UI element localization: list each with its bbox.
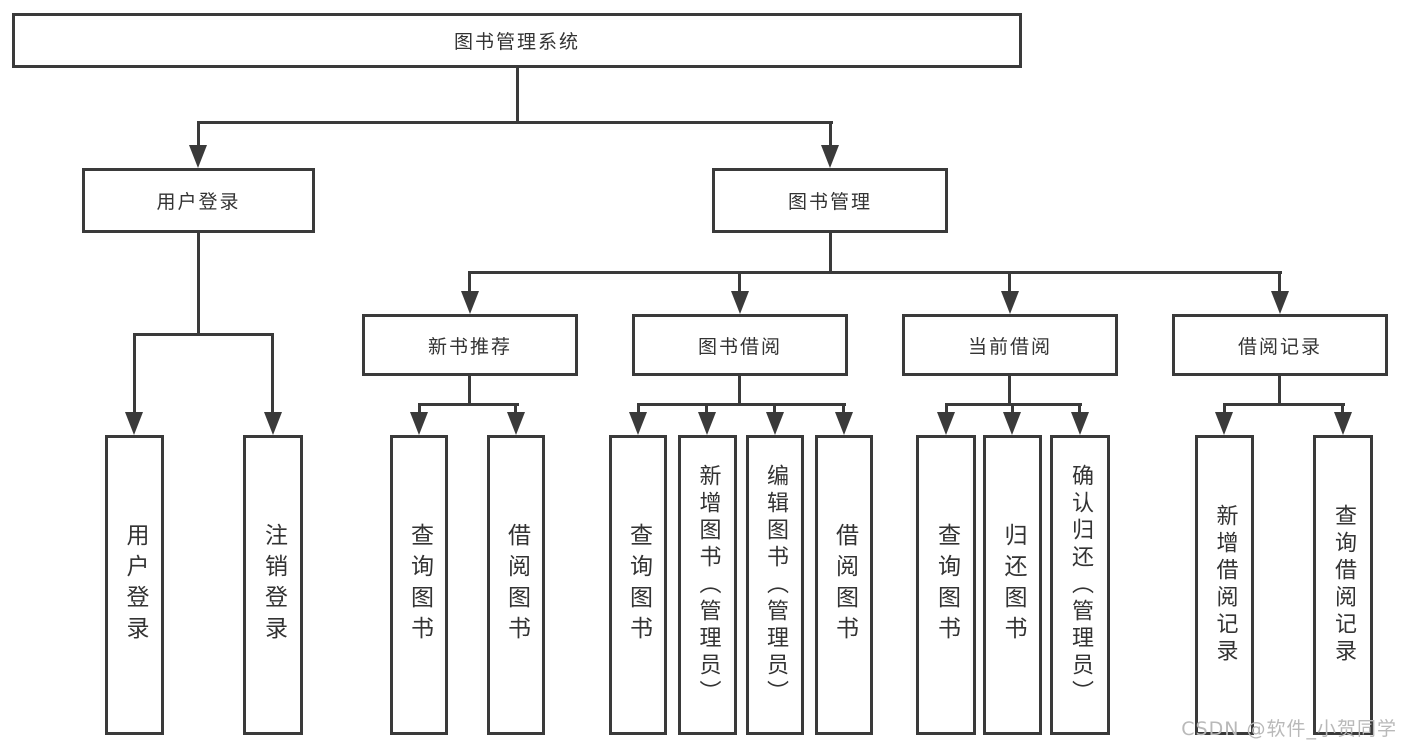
node-current-borrowing: 当前借阅 (902, 314, 1118, 376)
connector-level2-rail (468, 271, 1282, 274)
connector-drop (842, 403, 845, 414)
node-new-book-recommend: 新书推荐 (362, 314, 578, 376)
connector-drop (1223, 403, 1226, 414)
leaf-query-books-borrowing: 查询图书 (609, 435, 667, 735)
arrowhead-down (410, 412, 428, 435)
connector-drop (773, 403, 776, 414)
node-user-login: 用户登录 (82, 168, 315, 233)
leaf-add-books-admin: 新增图书（管理员） (678, 435, 737, 735)
connector-stem (1278, 376, 1281, 406)
arrowhead-down (766, 412, 784, 435)
arrowhead-down (461, 291, 479, 314)
connector-drop (133, 333, 136, 415)
connector-stem (738, 376, 741, 406)
connector-drop (637, 403, 640, 414)
connector-rail (1223, 403, 1345, 406)
leaf-query-books-recommend: 查询图书 (390, 435, 448, 735)
connector-drop (1008, 271, 1011, 293)
arrowhead-down (125, 412, 143, 435)
connector-drop (271, 333, 274, 415)
connector-level1-rail (197, 121, 833, 124)
arrowhead-down (189, 145, 207, 168)
leaf-user-login: 用户登录 (105, 435, 164, 735)
connector-drop (1011, 403, 1014, 414)
connector-rail (133, 333, 274, 336)
connector-drop (738, 271, 741, 293)
node-borrowing-records: 借阅记录 (1172, 314, 1388, 376)
connector-drop (197, 121, 200, 150)
arrowhead-down (264, 412, 282, 435)
connector-stem (468, 376, 471, 406)
connector-drop (1278, 271, 1281, 293)
leaf-query-books-current: 查询图书 (916, 435, 976, 735)
node-book-management: 图书管理 (712, 168, 948, 233)
arrowhead-down (1271, 291, 1289, 314)
connector-stem (1008, 376, 1011, 406)
connector-drop (468, 271, 471, 293)
connector-rail (637, 403, 846, 406)
connector-drop (829, 121, 832, 150)
watermark: CSDN @软件_小贺同学 (1181, 718, 1397, 740)
arrowhead-down (1071, 412, 1089, 435)
leaf-add-borrow-record: 新增借阅记录 (1195, 435, 1254, 735)
leaf-edit-books-admin: 编辑图书（管理员） (746, 435, 804, 735)
connector-drop (945, 403, 948, 414)
leaf-logout: 注销登录 (243, 435, 303, 735)
node-book-borrowing: 图书借阅 (632, 314, 848, 376)
connector-drop (705, 403, 708, 414)
connector-root-stem (516, 68, 519, 124)
arrowhead-down (629, 412, 647, 435)
leaf-borrow-books-recommend: 借阅图书 (487, 435, 545, 735)
connector-drop (1341, 403, 1344, 414)
connector-drop (418, 403, 421, 414)
connector-drop (1078, 403, 1081, 414)
arrowhead-down (1001, 291, 1019, 314)
arrowhead-down (507, 412, 525, 435)
arrowhead-down (731, 291, 749, 314)
connector-stem (197, 233, 200, 336)
arrowhead-down (698, 412, 716, 435)
arrowhead-down (937, 412, 955, 435)
connector-drop (514, 403, 517, 414)
arrowhead-down (1215, 412, 1233, 435)
leaf-query-borrow-record: 查询借阅记录 (1313, 435, 1373, 735)
connector-stem (829, 233, 832, 274)
leaf-return-books: 归还图书 (983, 435, 1042, 735)
arrowhead-down (821, 145, 839, 168)
leaf-borrow-books: 借阅图书 (815, 435, 873, 735)
arrowhead-down (1003, 412, 1021, 435)
node-library-management-system: 图书管理系统 (12, 13, 1022, 68)
arrowhead-down (1334, 412, 1352, 435)
arrowhead-down (835, 412, 853, 435)
connector-rail (418, 403, 519, 406)
leaf-confirm-return-admin: 确认归还（管理员） (1050, 435, 1110, 735)
